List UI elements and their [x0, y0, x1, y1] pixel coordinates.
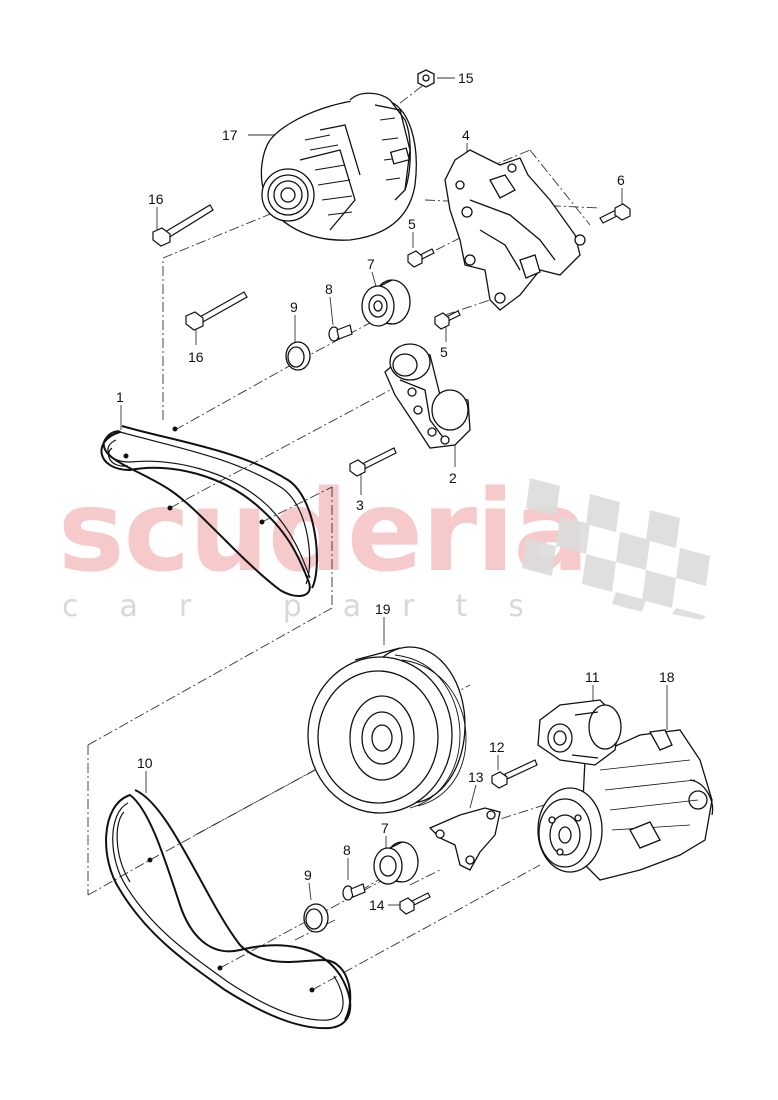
callout-3: 3 — [356, 497, 364, 513]
callout-19: 19 — [375, 601, 391, 617]
callout-13: 13 — [468, 769, 484, 785]
callout-14: 14 — [369, 897, 385, 913]
callout-7-lower: 7 — [381, 820, 389, 836]
callout-10: 10 — [137, 755, 153, 771]
ac-compressor — [537, 729, 714, 881]
ribbed-belt-upper — [100, 425, 318, 597]
callout-6: 6 — [617, 172, 625, 188]
bolt-3 — [349, 447, 397, 477]
callout-11: 11 — [585, 669, 600, 685]
watermark-brand: scuderia — [58, 467, 589, 597]
checkered-flag-logo — [522, 478, 710, 620]
tensioner-11 — [537, 699, 622, 766]
callout-5-upper: 5 — [408, 216, 416, 232]
callout-5-lower: 5 — [440, 344, 448, 360]
callout-16-upper: 16 — [148, 191, 164, 207]
bolt-5-lower — [434, 310, 461, 330]
alternator — [260, 92, 417, 241]
bolt-14 — [399, 892, 431, 915]
callout-9-upper: 9 — [290, 299, 298, 315]
callout-1: 1 — [116, 389, 124, 405]
bracket-13 — [428, 807, 501, 871]
spacer-8-upper — [328, 324, 353, 342]
bolt-16-upper — [152, 204, 214, 247]
spacer-8-lower — [342, 883, 366, 901]
bolt-5-upper — [407, 248, 435, 268]
nut-15 — [417, 69, 435, 88]
callout-16-lower: 16 — [188, 349, 204, 365]
callout-4: 4 — [462, 127, 470, 143]
belt-tensioner — [384, 343, 471, 449]
dust-cap-9-upper — [285, 341, 311, 371]
callout-8-upper: 8 — [325, 281, 333, 297]
idler-pulley-lower — [373, 841, 419, 885]
bolt-6 — [599, 203, 631, 224]
bolt-16-lower — [185, 291, 248, 331]
callout-8-lower: 8 — [343, 842, 351, 858]
callout-7-upper: 7 — [367, 256, 375, 272]
callout-2: 2 — [449, 470, 457, 486]
bolt-12 — [491, 759, 538, 789]
assembly-lines — [87, 79, 601, 991]
idler-pulley-upper — [361, 279, 411, 327]
dust-cap-9-lower — [303, 903, 329, 933]
callout-9-lower: 9 — [304, 867, 312, 883]
reference-dots — [123, 426, 315, 993]
callout-15: 15 — [458, 70, 474, 86]
ribbed-belt-lower — [105, 789, 352, 1030]
callout-17: 17 — [222, 127, 238, 143]
mounting-bracket — [444, 149, 586, 311]
callout-12: 12 — [489, 739, 505, 755]
crankshaft-pulley — [307, 646, 467, 814]
callout-18: 18 — [659, 669, 675, 685]
